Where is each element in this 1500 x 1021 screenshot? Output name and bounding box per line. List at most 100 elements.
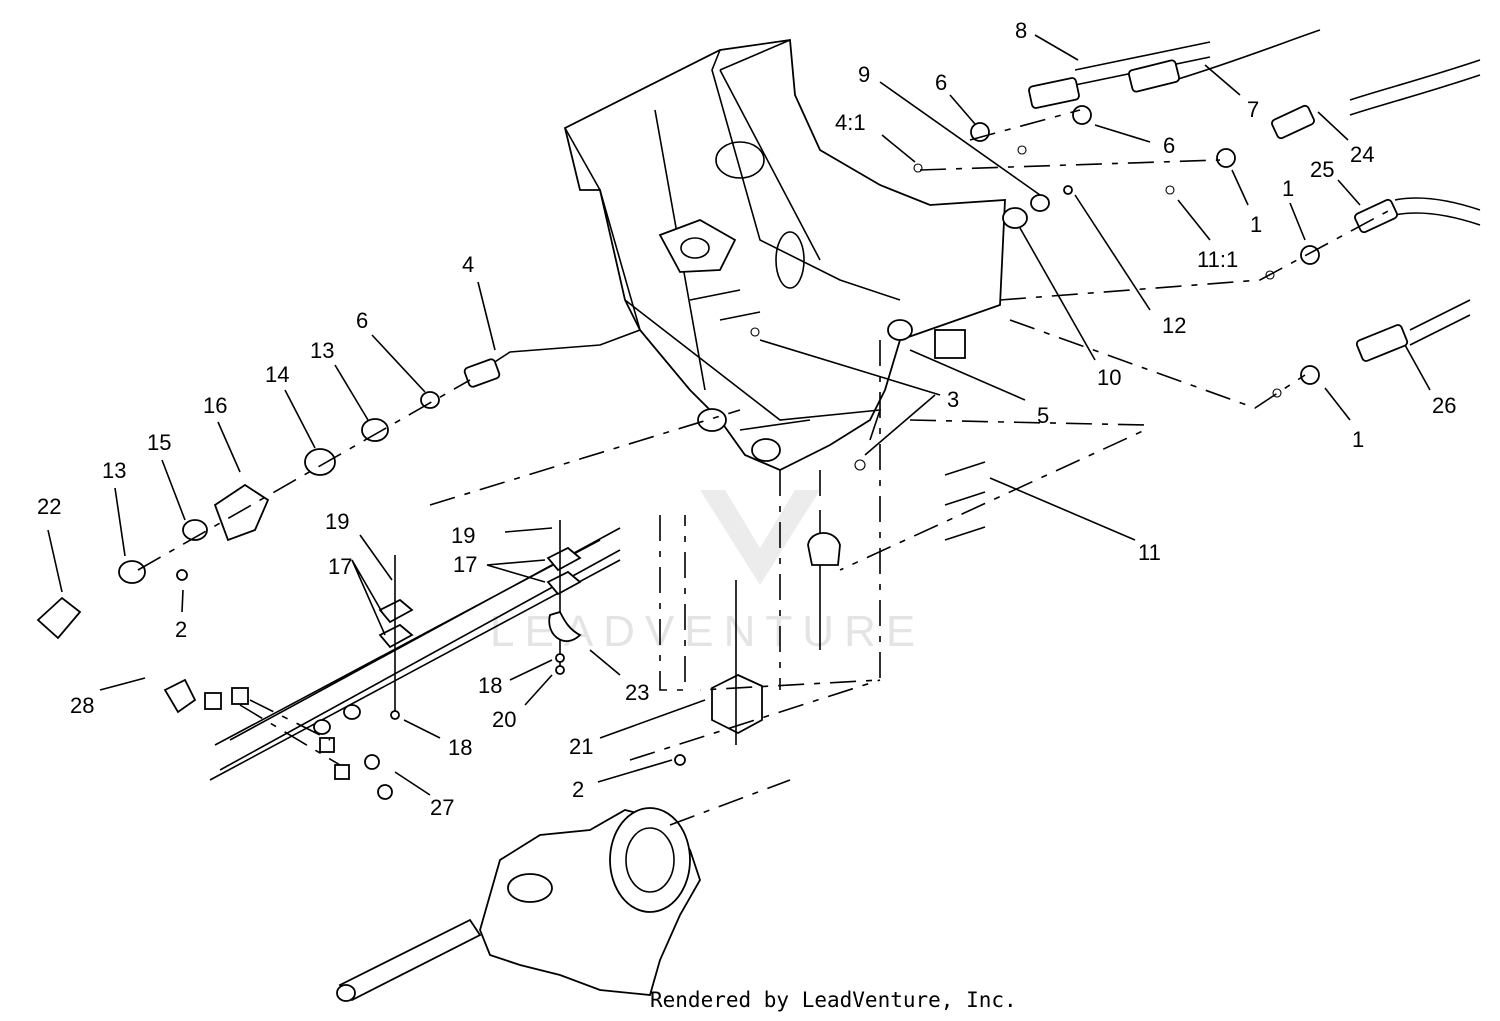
nut-1c (1300, 365, 1320, 385)
callout-13: 13 (102, 458, 126, 483)
leader-13b (114, 487, 126, 557)
hose-24 (1349, 59, 1481, 116)
frame-slot (775, 231, 805, 289)
fitting-25 (1354, 198, 1398, 234)
callout-11: 11 (1138, 540, 1161, 565)
frame-bracket (934, 329, 966, 359)
centerline-26 (1009, 319, 1306, 409)
frame-crossmember (624, 299, 882, 441)
callout-12: 12 (1162, 313, 1186, 338)
bolt-2b (674, 754, 686, 766)
callout-14: 14 (265, 362, 289, 387)
tube-4-nut (463, 358, 501, 388)
nut-1a (1216, 148, 1236, 168)
leader-14 (284, 389, 316, 449)
nut-1b (1300, 245, 1320, 265)
callout-4-1: 4:1 (835, 110, 866, 135)
frame-hole (715, 141, 765, 179)
centerline-stack (429, 409, 741, 506)
callout-19: 19 (325, 509, 349, 534)
leader-18b (403, 719, 441, 739)
callout-11-1: 11:1 (1197, 247, 1238, 272)
centerline-tube-loop (659, 515, 686, 691)
callout-26: 26 (1432, 393, 1456, 418)
center-lines (137, 109, 1391, 826)
callout-25: 25 (1310, 157, 1334, 182)
oring-11-1 (1165, 185, 1175, 195)
callout-2: 2 (572, 777, 584, 802)
callout-2: 2 (175, 617, 187, 642)
leader-22 (47, 529, 63, 593)
frame-boss-center (751, 438, 781, 462)
fittings-cluster (913, 105, 1320, 398)
leader-1b (1289, 202, 1306, 241)
callout-9: 9 (858, 62, 870, 87)
render-credit: Rendered by LeadVenture, Inc. (650, 988, 1017, 1012)
nut-6c (420, 391, 440, 409)
fitting-7 (1128, 59, 1180, 93)
leader-19b (504, 527, 553, 533)
leader-28 (99, 677, 146, 691)
nut-18b (390, 710, 400, 720)
fitting-8 (1028, 77, 1080, 109)
washer-13b (118, 560, 146, 584)
frame-boss-left (697, 408, 727, 432)
clamp-17b (378, 623, 414, 649)
leader-27 (394, 771, 431, 796)
leader-11 (989, 477, 1136, 541)
axle-shaft (338, 918, 482, 1002)
leader-17a (351, 559, 386, 636)
leader-5 (909, 349, 1026, 401)
leader-3 (759, 339, 941, 456)
callout-13: 13 (310, 338, 334, 363)
clamp-hardware (163, 327, 986, 800)
callout-16: 16 (203, 393, 227, 418)
callout-3: 3 (947, 387, 959, 412)
transaxle-motor (609, 807, 691, 913)
return-tubes (209, 527, 621, 781)
fitting-26 (1355, 324, 1409, 362)
callout-1: 1 (1352, 427, 1364, 452)
callout-23: 23 (625, 680, 649, 705)
clamp-17d (546, 570, 582, 596)
frame-outline (563, 38, 1006, 471)
centerline-top (919, 159, 1221, 171)
nut-9 (1030, 194, 1050, 212)
leader-10 (1019, 227, 1096, 361)
callout-17: 17 (453, 552, 477, 577)
leader-2b (597, 759, 673, 783)
leader-6b (1094, 124, 1151, 143)
callout-6: 6 (1163, 133, 1175, 158)
leader-18a (509, 659, 553, 681)
leader-6a (949, 94, 976, 125)
callout-7: 7 (1247, 97, 1259, 122)
oring-4-1 (1017, 145, 1027, 155)
leader-13a (334, 364, 369, 421)
callout-10: 10 (1097, 365, 1121, 390)
spacer-27a (364, 754, 380, 770)
centerline-vertical (779, 470, 821, 690)
frame-boss-right (887, 319, 913, 341)
leader-4 (477, 281, 496, 351)
callout-6: 6 (935, 70, 947, 95)
frame-fittings (689, 289, 761, 321)
leader-8 (1034, 34, 1079, 61)
left-fitting-stack (36, 391, 440, 640)
plug-3 (854, 459, 866, 471)
centerline-11 (839, 419, 1146, 571)
transaxle-assembly (336, 807, 701, 1002)
callout-28: 28 (70, 693, 94, 718)
ring-15 (182, 519, 208, 541)
centerline-transaxle (669, 779, 791, 826)
callout-22: 22 (37, 494, 61, 519)
callout-15: 15 (147, 430, 171, 455)
washer-13a (361, 418, 389, 442)
clip-28 (163, 678, 197, 714)
axle-end (336, 984, 356, 1002)
centerline-27 (239, 699, 341, 766)
callout-21: 21 (569, 734, 593, 759)
leader-1a (1231, 169, 1249, 206)
centerline-25 (999, 209, 1391, 301)
centerline-left (137, 379, 471, 571)
